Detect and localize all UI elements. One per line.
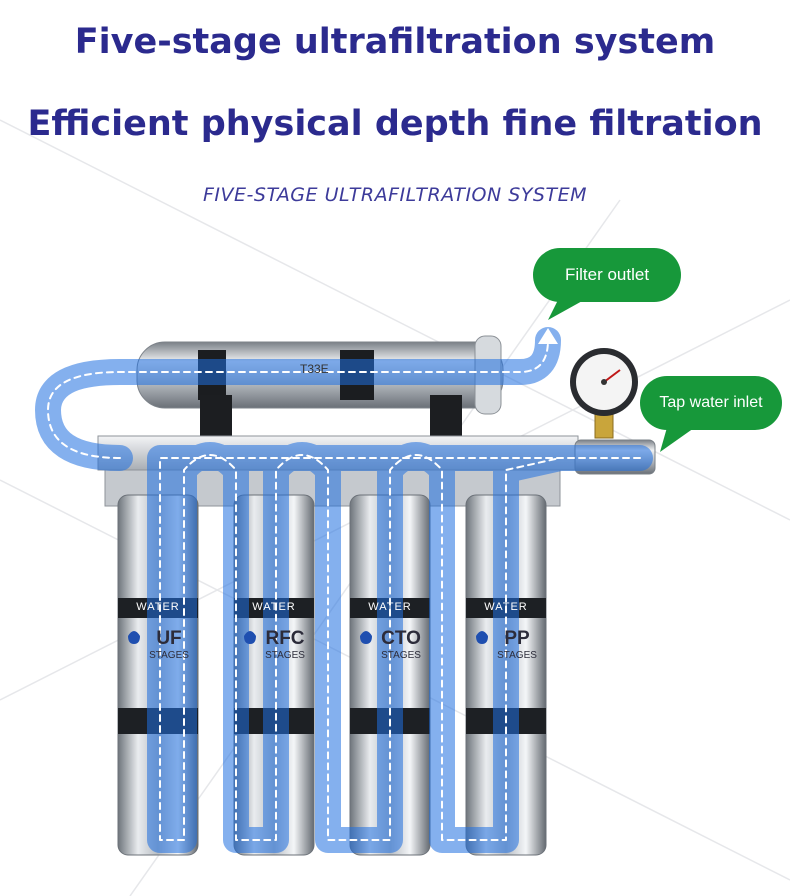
filter-stage-label: PP: [504, 628, 530, 649]
inlet-callout-tail: [660, 424, 694, 452]
filter-stages-text: STAGES: [149, 650, 189, 661]
filter-outlet-callout: Filter outlet: [533, 248, 681, 302]
top-filter-model: T33E: [300, 362, 329, 376]
filter-band-text: WATER: [484, 601, 528, 613]
page-title: Five-stage ultrafiltration system: [74, 22, 716, 62]
filter-band-text: WATER: [136, 601, 180, 613]
filter-stages-text: STAGES: [265, 650, 305, 661]
water-drop-icon: [128, 631, 488, 644]
filter-stage-label: UF: [156, 628, 182, 649]
section-caption: FIVE-STAGE ULTRAFILTRATION SYSTEM: [203, 184, 587, 206]
tap-water-inlet-callout: Tap water inlet: [640, 376, 782, 430]
filter-stage-label: RFC: [265, 628, 305, 649]
filter-stages-text: STAGES: [381, 650, 421, 661]
page-subtitle: Efficient physical depth fine filtration: [27, 104, 763, 144]
clamps: [200, 395, 462, 437]
filter-band-text: WATER: [368, 601, 412, 613]
outlet-callout-tail: [548, 296, 584, 320]
flow-path: [35, 327, 653, 853]
filter-stage-label: CTO: [381, 628, 421, 649]
filter-band-text: WATER: [252, 601, 296, 613]
flow-arrow-icon: [538, 328, 558, 344]
pressure-gauge-icon: [570, 348, 638, 439]
filter-stages-text: STAGES: [497, 650, 537, 661]
